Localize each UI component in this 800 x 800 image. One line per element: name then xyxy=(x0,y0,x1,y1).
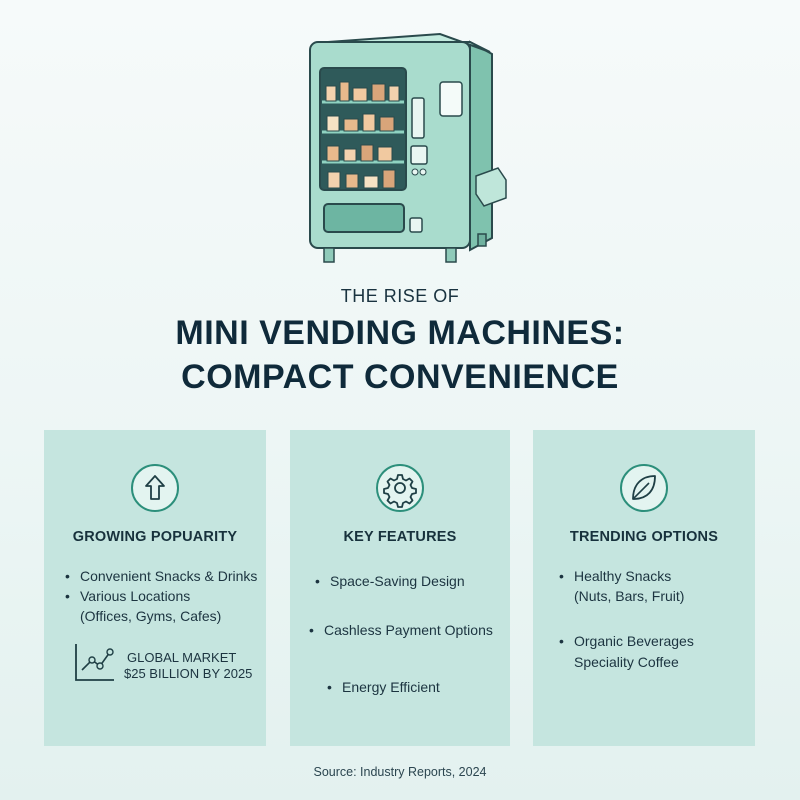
market-label: GLOBAL MARKET xyxy=(127,650,237,665)
list-item: Speciality Coffee xyxy=(574,654,679,670)
list-item: •Cashless Payment Options xyxy=(309,622,493,638)
card-key-features: KEY FEATURES •Space-Saving Design •Cashl… xyxy=(290,430,510,746)
list-item: •Healthy Snacks xyxy=(559,568,672,584)
gear-icon xyxy=(376,464,424,512)
page-title-line2: COMPACT CONVENIENCE xyxy=(181,358,619,396)
leaf-icon xyxy=(620,464,668,512)
list-item: •Convenient Snacks & Drinks xyxy=(65,568,258,584)
card-trending-options: TRENDING OPTIONS •Healthy Snacks (Nuts, … xyxy=(533,430,755,746)
list-item: •Various Locations xyxy=(65,588,191,604)
source-citation: Source: Industry Reports, 2024 xyxy=(313,765,487,779)
list-item: •Space-Saving Design xyxy=(315,573,465,589)
list-item: •Organic Beverages xyxy=(559,633,694,649)
pretitle: THE RISE OF xyxy=(340,286,460,306)
vending-machine-illustration xyxy=(309,32,507,263)
card-title: TRENDING OPTIONS xyxy=(569,529,719,545)
card-title: KEY FEATURES xyxy=(343,529,457,545)
list-item: •Energy Efficient xyxy=(327,679,440,695)
card-title: GROWING POPUARITY xyxy=(72,529,238,545)
card-growing-popularity: GROWING POPUARITY •Convenient Snacks & D… xyxy=(44,430,266,746)
list-item-continuation: (Offices, Gyms, Cafes) xyxy=(80,608,222,624)
arrow-up-icon xyxy=(131,464,179,512)
page-title-line1: MINI VENDING MACHINES: xyxy=(175,314,625,352)
market-value: $25 BILLION BY 2025 xyxy=(124,666,253,681)
line-chart-icon xyxy=(75,644,114,681)
list-item-continuation: (Nuts, Bars, Fruit) xyxy=(574,588,685,604)
